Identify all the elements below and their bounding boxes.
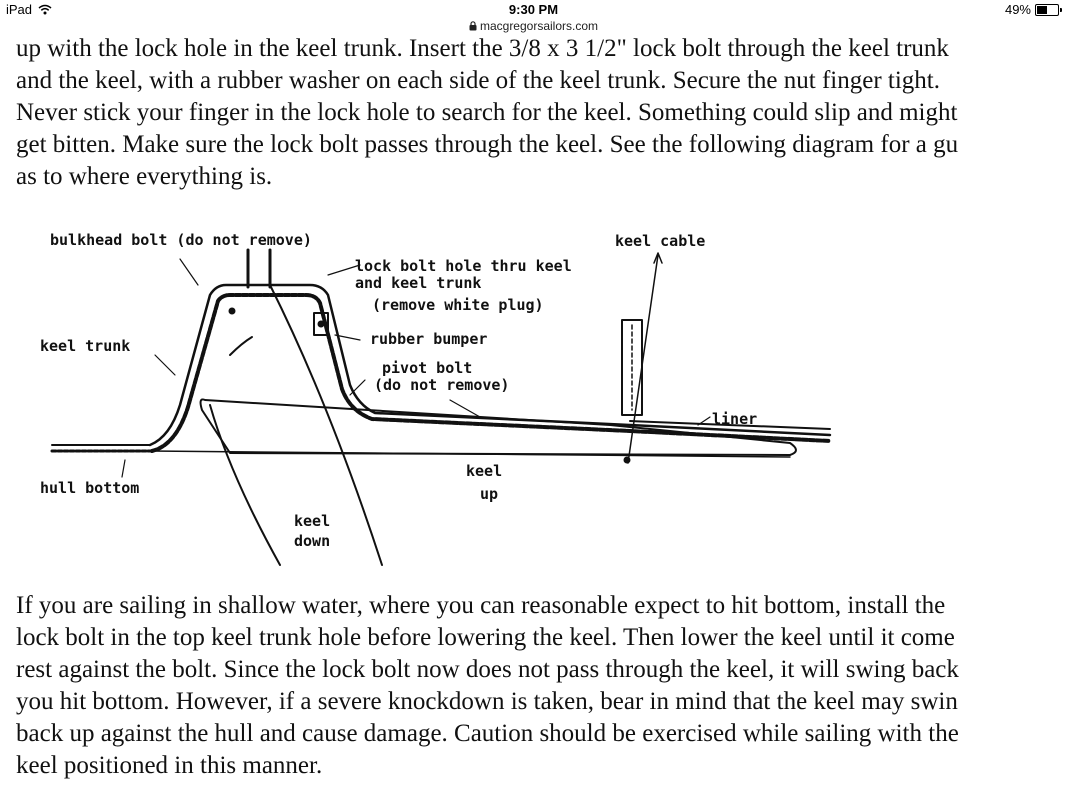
label-keel-up-2: up: [480, 485, 498, 503]
label-lock-bolt-hole-3: (remove white plug): [372, 296, 544, 314]
label-rubber-bumper: rubber bumper: [370, 330, 487, 348]
status-right: 49%: [1004, 2, 1062, 17]
address-bar[interactable]: macgregorsailors.com: [0, 19, 1067, 37]
url-text: macgregorsailors.com: [479, 19, 599, 33]
text-line: If you are sailing in shallow water, whe…: [16, 592, 946, 619]
label-lock-bolt-hole-2: and keel trunk: [355, 274, 481, 292]
label-bulkhead-bolt: bulkhead bolt (do not remove): [50, 231, 312, 249]
label-keel-up: keel: [466, 462, 502, 480]
label-keel-down-2: down: [294, 532, 330, 550]
label-liner: liner: [712, 410, 757, 428]
device-name: iPad: [6, 2, 33, 17]
text-line: up with the lock hole in the keel trunk.…: [16, 35, 949, 62]
text-line: lock bolt in the top keel trunk hole bef…: [16, 624, 955, 651]
text-line: rest against the bolt. Since the lock bo…: [16, 656, 959, 683]
paragraph-intro: up with the lock hole in the keel trunk.…: [16, 33, 1067, 193]
keel-up-body: [199, 398, 797, 456]
liner-line: [629, 420, 831, 430]
text-line: and the keel, with a rubber washer on ea…: [16, 67, 940, 94]
label-keel-trunk: keel trunk: [40, 337, 130, 355]
text-line: back up against the hull and cause damag…: [16, 720, 959, 747]
text-line: as to where everything is.: [16, 163, 273, 190]
label-pivot-bolt: pivot bolt: [382, 359, 472, 377]
keel-trunk-outer: [148, 283, 832, 447]
keel-down-outline: [209, 404, 281, 566]
label-lock-bolt-hole: lock bolt hole thru keel: [355, 257, 572, 275]
clock: 9:30 PM: [508, 2, 559, 17]
label-keel-cable: keel cable: [615, 232, 705, 250]
label-keel-down: keel: [294, 512, 330, 530]
paragraph-shallow-water: If you are sailing in shallow water, whe…: [16, 590, 1067, 782]
keel-cable-line: [627, 254, 659, 464]
status-bar: iPad 9:30 PM 49%: [0, 0, 1067, 20]
label-hull-bottom: hull bottom: [40, 479, 139, 497]
bulkhead-bolt: [246, 248, 272, 289]
text-line: keel positioned in this manner.: [16, 752, 323, 779]
lock-icon: [469, 21, 477, 31]
keel-diagram: bulkhead bolt (do not remove) keel cable…: [40, 231, 832, 566]
battery-fill: [1037, 5, 1047, 14]
status-left: iPad: [6, 2, 52, 17]
label-pivot-bolt-2: (do not remove): [374, 376, 509, 394]
battery-percent: 49%: [1004, 2, 1031, 17]
text-line: Never stick your finger in the lock hole…: [16, 99, 958, 126]
wifi-icon: [38, 4, 52, 15]
text-line: get bitten. Make sure the lock bolt pass…: [16, 131, 959, 158]
text-line: you hit bottom. However, if a severe kno…: [16, 688, 958, 715]
keel-trunk-inner: [150, 293, 832, 453]
battery-icon: [1035, 3, 1062, 16]
